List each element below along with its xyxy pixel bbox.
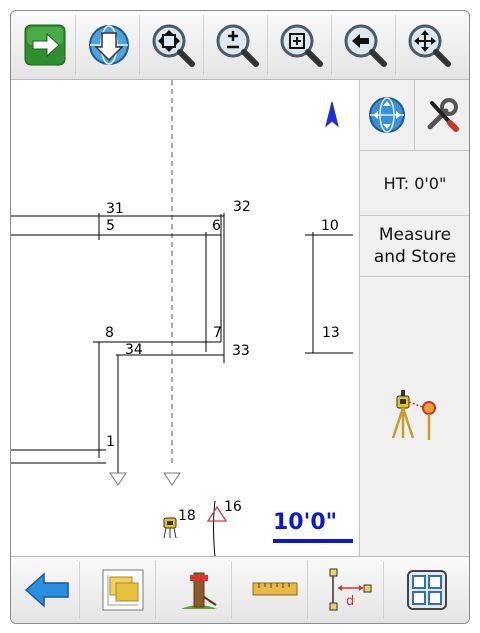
measure-action-button[interactable]: [360, 277, 469, 557]
measure-label-line2: and Store: [373, 247, 457, 267]
side-panel: HT: 0'0" Measure and Store: [359, 80, 469, 557]
measure-store-button[interactable]: Measure and Store: [360, 216, 469, 277]
point-label[interactable]: 32: [233, 199, 251, 215]
scale-bar: [273, 539, 353, 543]
ruler-icon: [252, 582, 298, 596]
zoom-window-button[interactable]: [271, 15, 332, 75]
distance-button[interactable]: d: [319, 561, 384, 619]
point-marker: [163, 472, 181, 486]
zoom-plus-minus-icon: [216, 24, 259, 67]
height-label: HT: 0'0": [383, 173, 447, 193]
top-toolbar: [11, 11, 469, 80]
point-label[interactable]: 31: [106, 201, 124, 217]
zoom-previous-button[interactable]: [335, 15, 396, 75]
point-label[interactable]: 34: [125, 342, 143, 358]
measure-tape-button[interactable]: [243, 561, 308, 619]
point-label[interactable]: 5: [106, 218, 115, 234]
zoom-extents-icon: [152, 24, 195, 67]
green-arrow-right-icon: [24, 24, 66, 66]
zoom-in-out-button[interactable]: [207, 15, 268, 75]
total-station-target-icon: [391, 390, 436, 440]
wrench-screwdriver-icon: [427, 98, 460, 132]
menu-grid-button[interactable]: [395, 561, 459, 619]
map-layers-icon: [102, 569, 144, 611]
scale-label: 10'0": [273, 510, 338, 535]
zoom-window-icon: [280, 24, 323, 67]
svg-text:d: d: [346, 594, 354, 609]
measure-label-line1: Measure: [378, 225, 452, 245]
point-label[interactable]: 10: [321, 218, 339, 234]
point-label[interactable]: 8: [105, 325, 114, 341]
download-button[interactable]: [79, 15, 140, 75]
point-marker: [109, 472, 127, 486]
survey-drawing: 31 32 5 6 10 8 34 7 33 13 1 18 16: [11, 80, 353, 557]
zoom-back-icon: [344, 24, 387, 67]
point-label[interactable]: 1: [106, 434, 115, 450]
globe-pan-icon: [368, 97, 405, 133]
point-label[interactable]: 6: [212, 218, 221, 234]
globe-download-icon: [89, 25, 129, 65]
back-button[interactable]: [15, 561, 80, 619]
grid-menu-icon: [407, 570, 447, 610]
survey-stake-icon: [181, 572, 217, 609]
zoom-pan-icon: [408, 24, 451, 67]
layers-button[interactable]: [91, 561, 156, 619]
zoom-extents-button[interactable]: [143, 15, 204, 75]
side-icon-row: [360, 80, 469, 151]
stakeout-button[interactable]: [167, 561, 232, 619]
point-label[interactable]: 16: [224, 499, 242, 515]
globe-nav-button[interactable]: [360, 80, 415, 150]
pan-button[interactable]: [399, 15, 459, 75]
distance-d-icon: d: [329, 568, 372, 611]
target-point-marker[interactable]: [206, 505, 228, 522]
height-display[interactable]: HT: 0'0": [360, 151, 469, 216]
next-button[interactable]: [15, 15, 76, 75]
app-window: 31 32 5 6 10 8 34 7 33 13 1 18 16 10'0": [10, 10, 470, 624]
point-label[interactable]: 13: [322, 325, 340, 341]
point-label[interactable]: 7: [213, 325, 222, 341]
bottom-toolbar: d: [11, 556, 469, 623]
point-label[interactable]: 18: [178, 508, 196, 524]
point-label[interactable]: 33: [232, 343, 250, 359]
linework: [11, 213, 353, 557]
north-arrow-icon: [325, 101, 339, 128]
instrument-icon[interactable]: [163, 517, 177, 539]
map-canvas[interactable]: 31 32 5 6 10 8 34 7 33 13 1 18 16 10'0": [11, 80, 358, 557]
settings-button[interactable]: [415, 80, 469, 150]
blue-arrow-left-icon: [24, 572, 69, 608]
